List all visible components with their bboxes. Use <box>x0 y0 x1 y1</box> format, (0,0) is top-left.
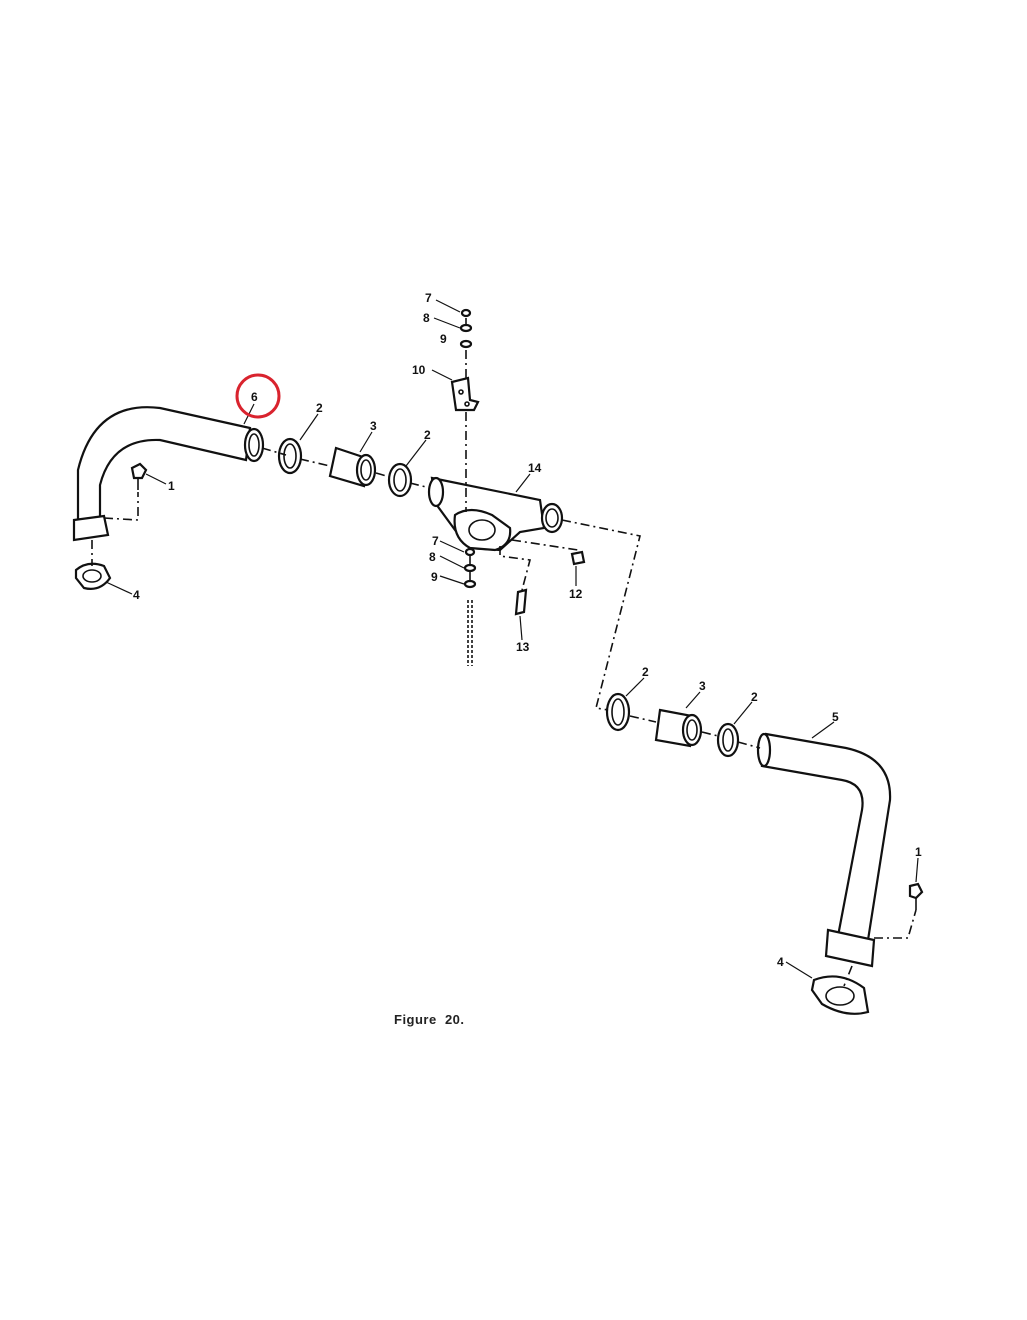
clamp-ring-d <box>716 722 740 758</box>
clamp-ring-a <box>277 437 303 475</box>
callout-1-a: 1 <box>168 479 175 493</box>
callout-leaders <box>105 299 919 979</box>
callout-2-a: 2 <box>316 401 323 415</box>
callout-14: 14 <box>528 461 542 475</box>
callout-labels: 6 2 3 2 14 1 4 7 8 9 10 7 8 9 12 13 2 3 … <box>133 291 922 969</box>
callout-2-b: 2 <box>424 428 431 442</box>
bottom-fastener-stack <box>463 547 477 666</box>
callout-3-b: 3 <box>699 679 706 693</box>
right-bolt <box>908 882 924 910</box>
left-bolt <box>130 462 148 490</box>
clamp-ring-c <box>605 692 631 732</box>
callout-8-a: 8 <box>423 311 430 325</box>
callout-3-a: 3 <box>370 419 377 433</box>
hose-a <box>328 446 377 488</box>
fitting-stud <box>514 588 528 616</box>
callout-9-a: 9 <box>440 332 447 346</box>
callout-7-b: 7 <box>432 534 439 548</box>
mounting-bracket <box>450 376 480 412</box>
left-bent-tube <box>72 406 265 542</box>
highlight-circle <box>235 373 281 419</box>
assembly-centerlines <box>91 318 917 987</box>
callout-8-b: 8 <box>429 550 436 564</box>
right-bent-tube <box>756 732 892 968</box>
callout-2-c: 2 <box>642 665 649 679</box>
callout-1-b: 1 <box>915 845 922 859</box>
callout-6: 6 <box>251 390 258 404</box>
callout-9-b: 9 <box>431 570 438 584</box>
top-fastener-stack <box>459 308 473 349</box>
callout-4-a: 4 <box>133 588 140 602</box>
callout-7-a: 7 <box>425 291 432 305</box>
center-tee-fitting <box>427 476 564 552</box>
clamp-ring-b <box>387 462 413 498</box>
callout-10: 10 <box>412 363 426 377</box>
callout-2-d: 2 <box>751 690 758 704</box>
callout-4-b: 4 <box>777 955 784 969</box>
right-flange-gasket <box>810 975 870 1015</box>
callout-12: 12 <box>569 587 583 601</box>
hose-b <box>654 708 703 748</box>
fitting-nut <box>570 550 586 566</box>
callout-13: 13 <box>516 640 530 654</box>
left-flange-gasket <box>74 562 112 590</box>
figure-caption: Figure 20. <box>394 1012 465 1027</box>
callout-5: 5 <box>832 710 839 724</box>
